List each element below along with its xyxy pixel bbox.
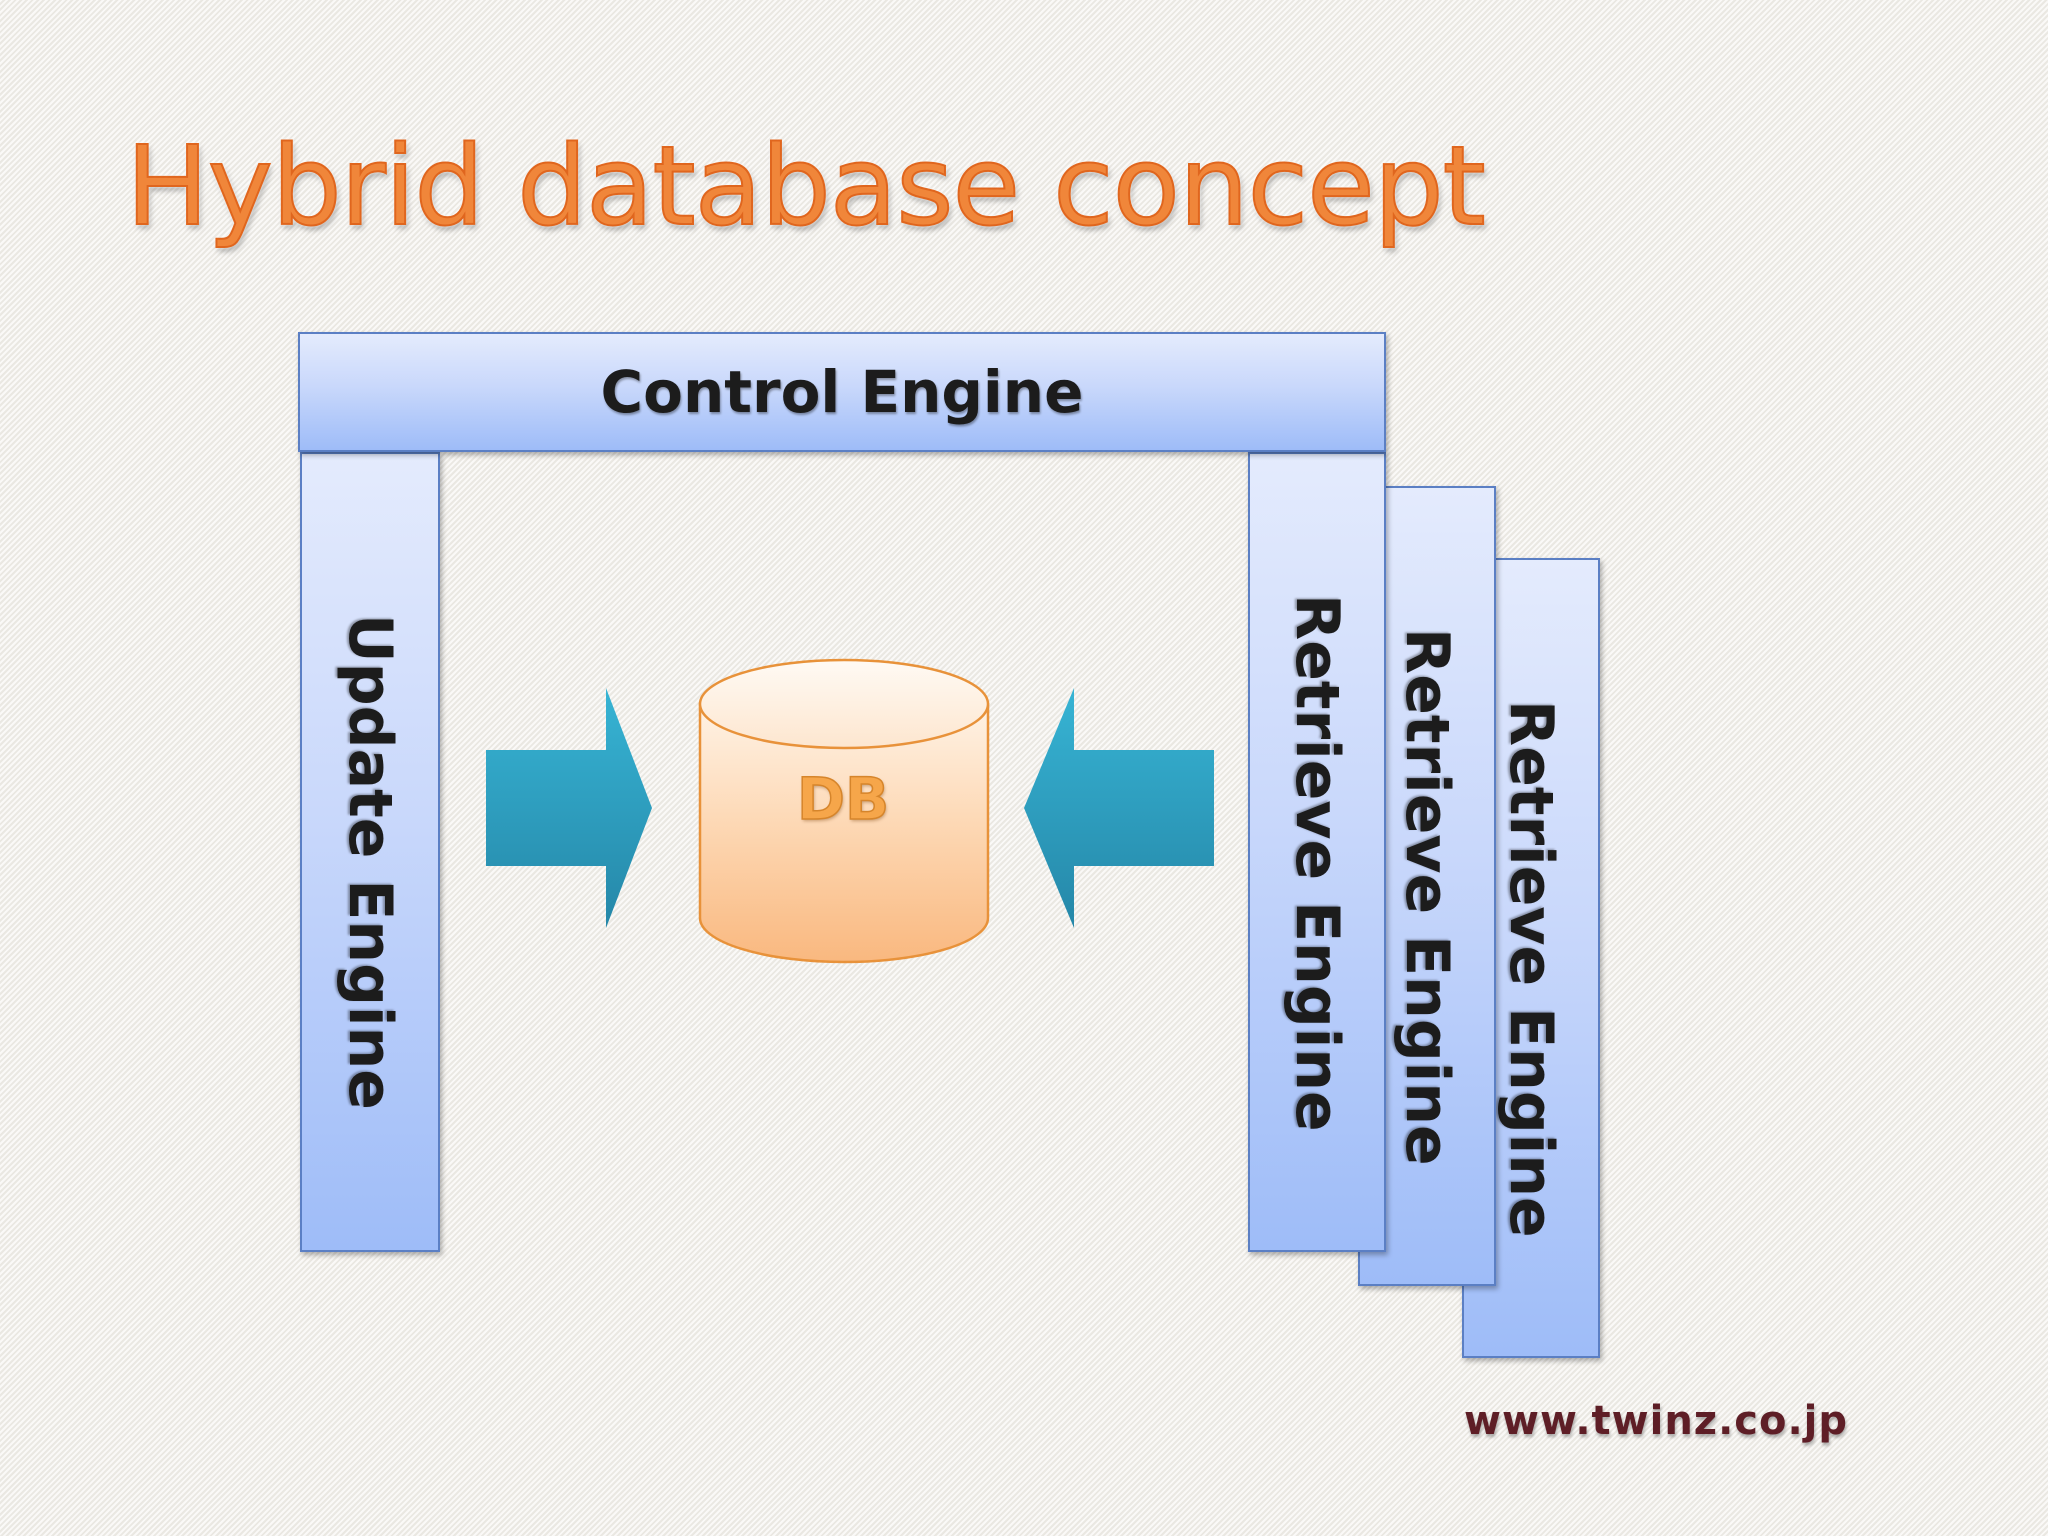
slide-title: Hybrid database concept [125, 121, 1487, 251]
retrieve-engine-label-3: Retrieve Engine [1496, 700, 1566, 1238]
footer-url: www.twinz.co.jp [1464, 1398, 1848, 1444]
update-engine-box: Update Engine [300, 452, 440, 1252]
left-arrow-icon [1024, 688, 1214, 928]
retrieve-engine-box-1: Retrieve Engine [1248, 452, 1386, 1252]
database-label: DB [796, 764, 890, 834]
database-cylinder-icon [698, 658, 990, 964]
control-engine-label: Control Engine [600, 358, 1084, 426]
retrieve-engine-label-2: Retrieve Engine [1392, 628, 1462, 1166]
retrieve-engine-label-1: Retrieve Engine [1282, 594, 1352, 1132]
right-arrow-icon [486, 688, 652, 928]
update-engine-label: Update Engine [335, 614, 405, 1110]
control-engine-box: Control Engine [298, 332, 1386, 452]
